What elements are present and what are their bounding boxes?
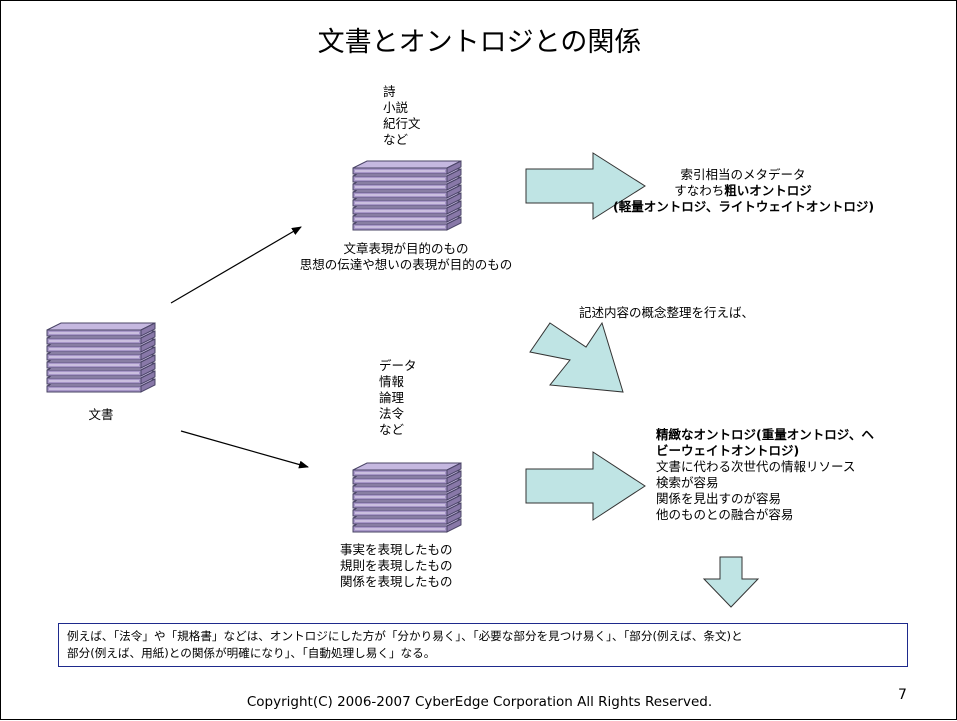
light-ontology-line2: すなわち粗いオントロジ [613, 183, 873, 199]
book-stack-source-icon [47, 323, 155, 392]
top-doc-caption: 文章表現が目的のもの 思想の伝達や想いの表現が目的のもの [256, 241, 556, 273]
block-arrow-right-top [525, 152, 646, 220]
light-ontology-line1: 索引相当のメタデータ [680, 167, 806, 182]
page-number: 7 [898, 687, 907, 703]
example-note-box: 例えば、「法令」や「規格書」などは、オントロジにした方が「分かり易く」、「必要な… [58, 623, 908, 667]
top-doc-genres: 詩 小説 紀行文 など [383, 84, 421, 148]
heavy-ontology-heading-2: ビーウェイトオントロジ) [656, 443, 800, 458]
caption-line: 関係を表現したもの [340, 574, 453, 589]
heavy-ontology-item: 検索が容易 [656, 475, 719, 490]
copyright-footer: Copyright(C) 2006-2007 CyberEdge Corpora… [246, 694, 713, 710]
genre-item: 情報 [379, 374, 405, 389]
genre-item: 法令 [379, 406, 405, 421]
heavy-ontology-item: 文書に代わる次世代の情報リソース [656, 459, 856, 474]
block-arrow-down [702, 556, 760, 608]
genre-item: など [379, 422, 405, 437]
organize-note: 記述内容の概念整理を行えば、 [579, 305, 755, 320]
genre-item: データ [379, 358, 417, 373]
bottom-doc-caption: 事実を表現したもの 規則を表現したもの 関係を表現したもの [340, 542, 453, 590]
example-note-line: 部分(例えば、用紙)との関係が明確になり」、「自動処理し易く」なる。 [67, 646, 436, 660]
block-arrow-right-bottom [525, 451, 646, 521]
heavy-ontology-text: 精緻なオントロジ(重量オントロジ、ヘ ビーウェイトオントロジ) 文書に代わる次世… [656, 427, 874, 523]
light-ontology-prefix: すなわち [674, 183, 725, 198]
book-stack-bottom-icon [353, 463, 461, 532]
slide-title: 文書とオントロジとの関係 [317, 27, 642, 58]
genre-item: 詩 [383, 84, 396, 99]
genre-item: 小説 [383, 100, 409, 115]
source-doc-label: 文書 [88, 407, 114, 422]
book-stack-top-icon [353, 161, 461, 230]
caption-line: 思想の伝達や想いの表現が目的のもの [299, 257, 513, 272]
block-arrow-diagonal [529, 321, 624, 393]
heavy-ontology-heading-1: 精緻なオントロジ(重量オントロジ、ヘ [656, 427, 874, 442]
heavy-ontology-item: 他のものとの融合が容易 [656, 507, 794, 522]
genre-item: 論理 [379, 390, 405, 405]
heavy-ontology-item: 関係を見出すのが容易 [656, 491, 782, 506]
arrow-to-bottom-doc [180, 430, 309, 469]
light-ontology-text: 索引相当のメタデータ すなわち粗いオントロジ (軽量オントロジ、ライトウェイトオ… [613, 167, 875, 215]
light-ontology-bold: 粗いオントロジ [724, 183, 812, 198]
caption-line: 文章表現が目的のもの [343, 241, 469, 256]
genre-item: 紀行文 [383, 116, 421, 131]
light-ontology-line3: (軽量オントロジ、ライトウェイトオントロジ) [613, 199, 875, 214]
caption-line: 規則を表現したもの [340, 558, 453, 573]
caption-line: 事実を表現したもの [340, 542, 453, 557]
example-note-line: 例えば、「法令」や「規格書」などは、オントロジにした方が「分かり易く」、「必要な… [67, 629, 743, 643]
arrow-to-top-doc [170, 226, 302, 304]
bottom-doc-genres: データ 情報 論理 法令 など [379, 358, 417, 438]
genre-item: など [383, 132, 409, 147]
